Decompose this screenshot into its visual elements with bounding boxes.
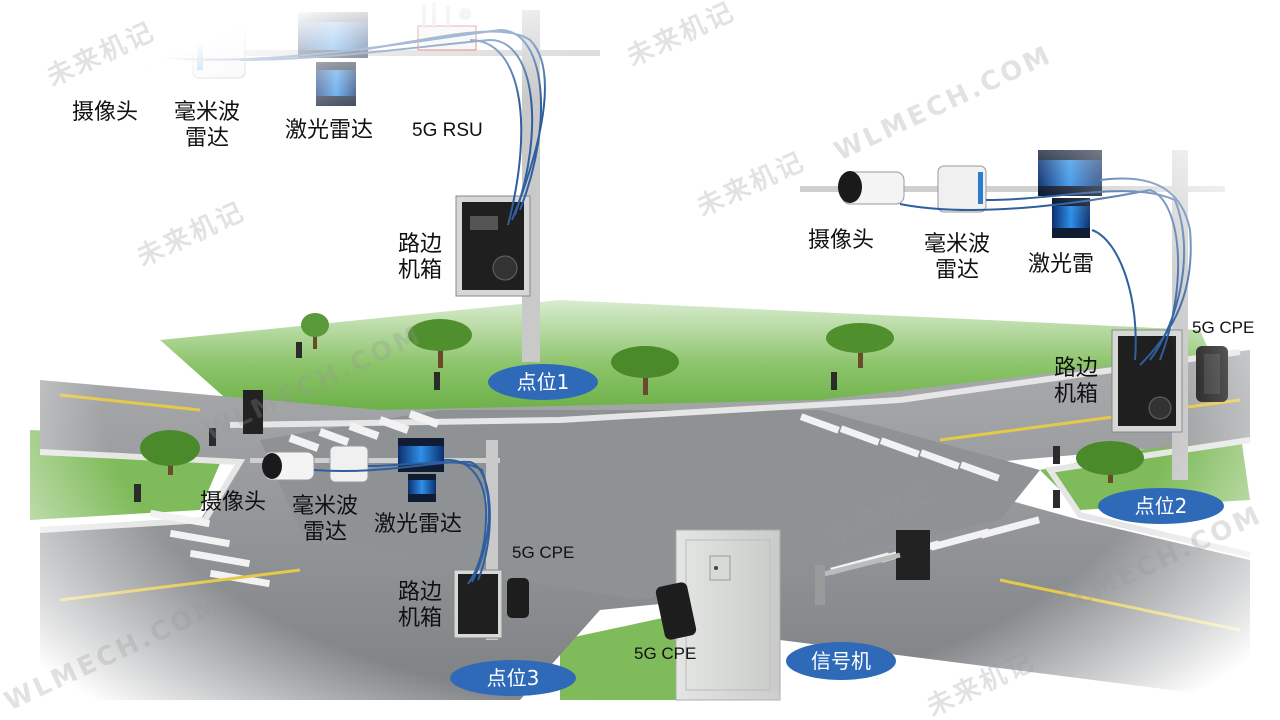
site1-badge: 点位1 (488, 364, 598, 400)
site3-cabinet-label: 路边 机箱 (398, 580, 443, 631)
site3-lidar-label: 激光雷达 (374, 512, 463, 537)
site3-mmwave-label: 毫米波 雷达 (292, 494, 359, 545)
site1-rsu-label: 5G RSU (412, 120, 483, 141)
site1-mmwave-label: 毫米波 雷达 (174, 100, 241, 151)
site1-cabinet-label: 路边 机箱 (398, 232, 443, 283)
site1-camera-label: 摄像头 (72, 100, 139, 125)
site2-mmwave-label: 毫米波 雷达 (924, 232, 991, 283)
site1-lidar-label: 激光雷达 (285, 118, 374, 143)
site2-cabinet-label: 路边 机箱 (1054, 356, 1099, 407)
site3-cpe-label: 5G CPE (512, 543, 575, 562)
site2-lidar-label: 激光雷 (1028, 252, 1095, 277)
site2-badge: 点位2 (1098, 488, 1224, 524)
signal-cpe-label: 5G CPE (634, 644, 697, 663)
site3-badge: 点位3 (450, 660, 576, 696)
signal-controller-badge: 信号机 (786, 642, 896, 680)
site2-camera-label: 摄像头 (808, 228, 875, 253)
site2-cpe-label: 5G CPE (1192, 318, 1255, 337)
site3-camera-label: 摄像头 (200, 490, 267, 515)
